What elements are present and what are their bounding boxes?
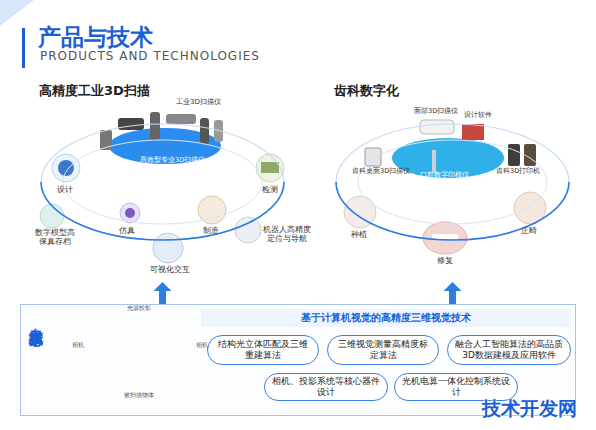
node-text: 高精度工业3D扫描 — [39, 82, 150, 100]
arrow-head — [444, 282, 462, 291]
node-text: 相机、投影系统等核心器件设计 — [271, 376, 381, 399]
part-label: 数字模型高保真存档 — [33, 229, 77, 246]
part-label: 被扫描物体 — [124, 392, 154, 399]
part-label: 相机 — [72, 342, 84, 349]
part-label: 种植 — [351, 230, 367, 239]
intraoral-scanner — [432, 150, 436, 172]
part-label: 机器人高精度定位与导航 — [262, 226, 312, 243]
corner-triangle — [0, 0, 34, 26]
node-text: 光机电算一体化控制系统设计 — [401, 376, 511, 399]
part-label: 光源投影 — [127, 305, 151, 312]
tech-box: 光机电算一体化控制系统设计 — [394, 373, 518, 401]
part-label: 面部3D扫描仪 — [414, 108, 458, 115]
icon — [125, 208, 135, 218]
arrow-shaft — [449, 291, 456, 304]
scanner — [150, 112, 160, 140]
ring — [358, 140, 547, 224]
page-title: 产品与技术 — [38, 22, 153, 53]
part-label: 高效型专业3D扫描仪 — [140, 157, 205, 164]
part-label: 设计软件 — [464, 112, 492, 119]
arrow-shaft — [159, 291, 166, 304]
tech-box: 相机、投影系统等核心器件设计 — [264, 373, 388, 401]
part-label: 工业3D扫描仪 — [176, 98, 221, 106]
part-label: 齿科桌面3D扫描仪 — [352, 168, 410, 175]
scanner — [200, 118, 209, 144]
part-label: 制造 — [203, 226, 219, 235]
ring — [63, 140, 262, 224]
ring — [336, 124, 569, 240]
node-text: 三维视觉测量高精度标定算法 — [334, 339, 432, 362]
scanner — [166, 114, 196, 124]
icon-circle — [423, 222, 467, 254]
icon-circle — [52, 154, 80, 182]
part-label: 可视化交互 — [150, 265, 190, 274]
ring-arc — [336, 182, 569, 240]
ring — [41, 124, 284, 240]
tech-box: 融合人工智能算法的高品质3D数据建模及应用软件 — [447, 335, 571, 365]
part-label: 口腔数字印模仪 — [420, 172, 469, 179]
icon-circle — [153, 233, 183, 263]
icon-circle — [235, 217, 261, 243]
icon-circle — [198, 196, 226, 224]
node-text: 自主核心技术 — [27, 317, 45, 323]
ring-arc — [41, 182, 284, 240]
scanner — [118, 118, 144, 130]
part-label: 检测 — [262, 185, 278, 194]
block-arrow — [154, 282, 172, 304]
subtitle: PRODUCTS AND TECHNOLOGIES — [40, 50, 260, 64]
arrow-head — [154, 282, 172, 291]
block-arrow — [444, 282, 462, 304]
part-label: 修复 — [437, 256, 453, 265]
part-label: 相机 — [196, 342, 208, 349]
watermark: 技术开发网 — [482, 398, 577, 420]
part-label: 设计 — [57, 185, 73, 194]
icon-circle — [40, 204, 64, 228]
product-section: 高精度工业3D扫描 — [35, 82, 290, 282]
icon-circle — [120, 203, 140, 223]
part-label: 正畸 — [521, 226, 537, 235]
node-text: 融合人工智能算法的高品质3D数据建模及应用软件 — [454, 339, 564, 362]
part-label: 齿科3D打印机 — [496, 168, 540, 175]
accent-bar — [22, 28, 25, 68]
node-subtitle: 基于计算机视觉的高精度三维视觉技术 — [201, 311, 571, 325]
printer — [508, 144, 520, 166]
face-scanner — [420, 120, 454, 134]
tech-box: 结构光立体匹配及三维重建算法 — [207, 335, 319, 365]
part-label: 仿真 — [119, 226, 135, 235]
ring-outline — [35, 82, 290, 282]
software — [462, 124, 484, 140]
icon — [58, 160, 74, 176]
node-text: 结构光立体匹配及三维重建算法 — [214, 339, 312, 362]
node-text: 齿科数字化 — [334, 82, 399, 100]
icon — [261, 162, 279, 173]
tech-box: 三维视觉测量高精度标定算法 — [327, 335, 439, 365]
